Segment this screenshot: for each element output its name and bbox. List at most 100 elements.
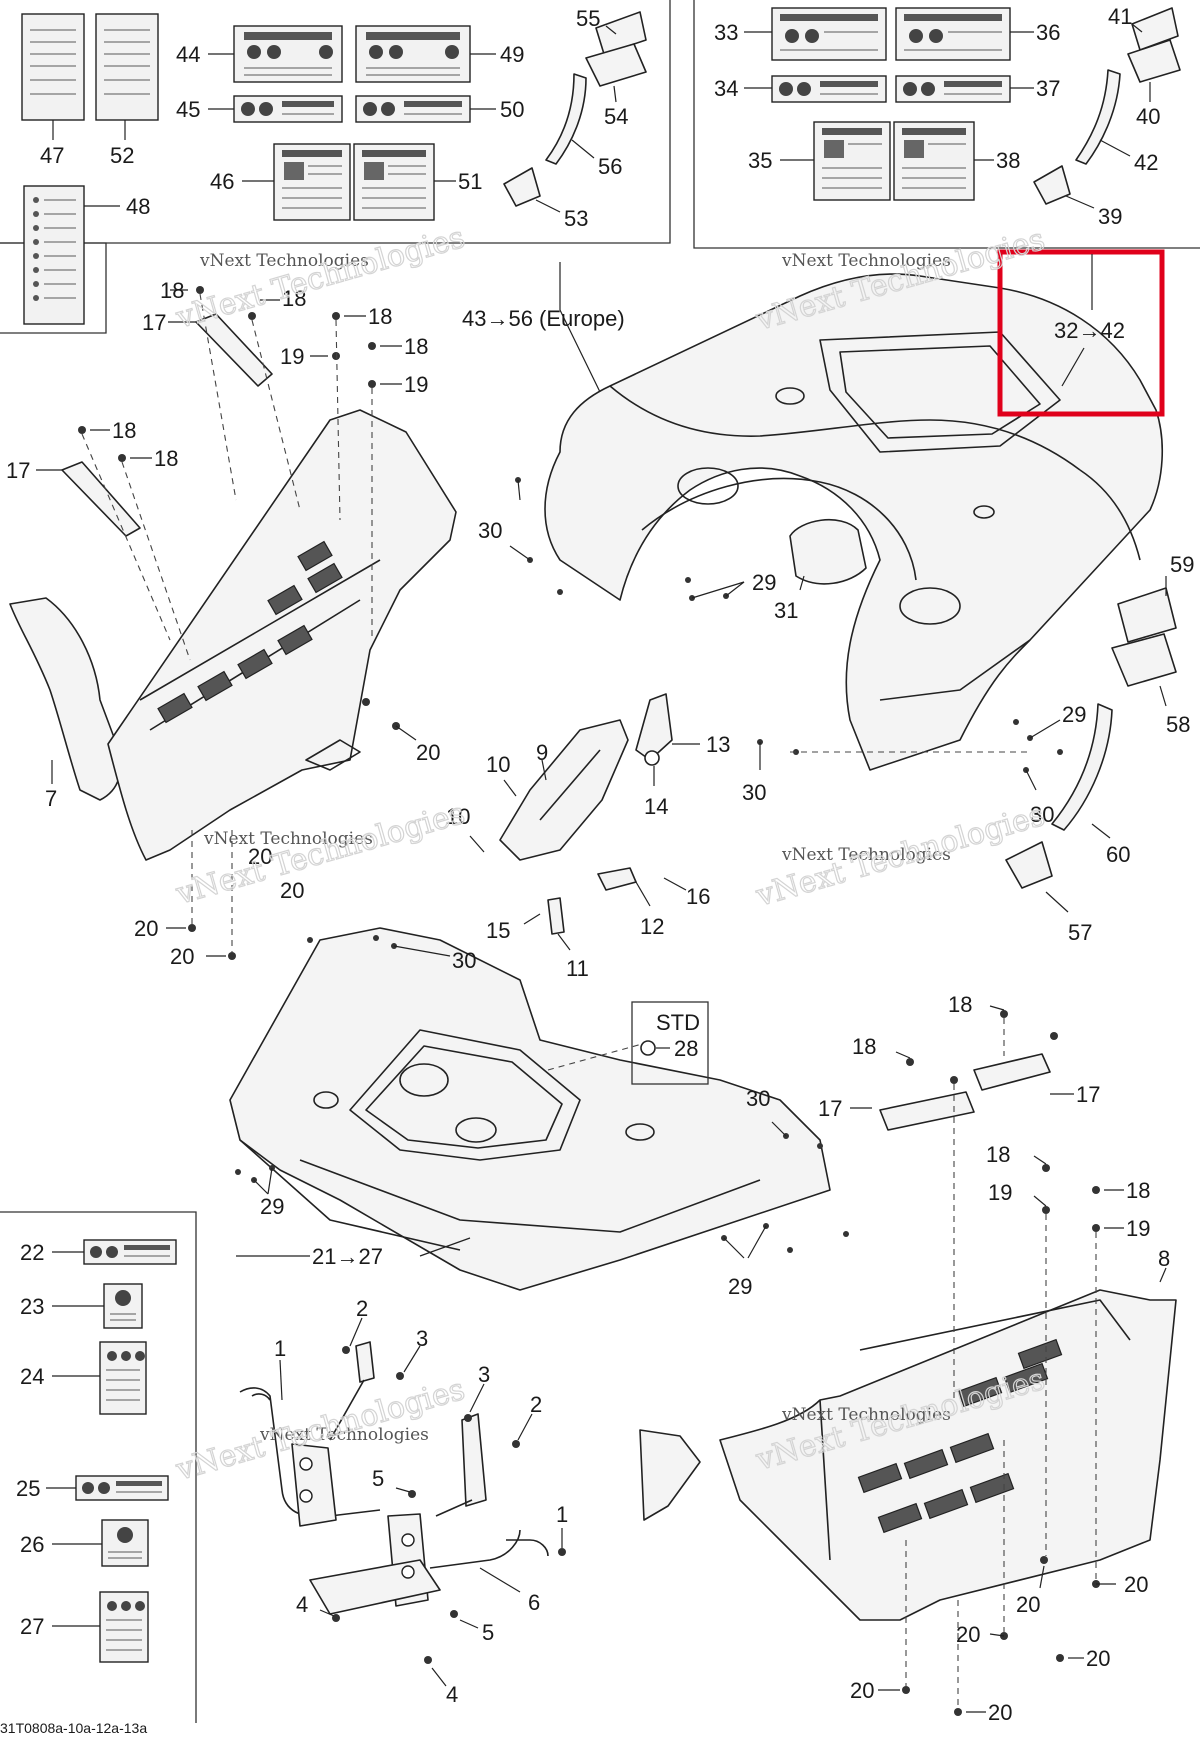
callout-3-a: 3 [416, 1326, 428, 1351]
callout-28: 28 [674, 1036, 698, 1061]
callout-1-b: 1 [556, 1502, 568, 1527]
callout-19-right-b: 19 [1126, 1216, 1150, 1241]
watermark-mid-right: vNext Technologies [781, 845, 951, 865]
callout-17-right-lower: 17 [818, 1096, 842, 1121]
callout-18-a: 18 [160, 278, 184, 303]
callout-19-a: 19 [280, 344, 304, 369]
bumper-upright-left [355, 1341, 375, 1383]
callout-58: 58 [1166, 712, 1190, 737]
watermark-mid-left: vNext Technologies [203, 829, 373, 849]
watermark-bottom-right: vNext Technologies [781, 1405, 951, 1425]
callout-5-b: 5 [482, 1620, 494, 1645]
front-bumper-assembly: 1 1 2 2 3 3 4 4 5 5 6 [239, 1296, 568, 1707]
callout-45: 45 [176, 97, 200, 122]
bracket-53 [503, 167, 541, 207]
footpeg-17-right-lower [879, 1091, 975, 1131]
bumper-crossbar [309, 1559, 441, 1615]
callout-35: 35 [748, 148, 772, 173]
callout-13: 13 [706, 732, 730, 757]
callout-8: 8 [1158, 1246, 1170, 1271]
footpeg-17-lower [61, 461, 141, 537]
washer-28 [640, 1040, 656, 1056]
callout-20-b: 20 [248, 844, 272, 869]
callout-29-front-left: 29 [260, 1194, 284, 1219]
callout-18-b: 18 [282, 286, 306, 311]
callout-43-56-europe: 43→56 (Europe) [462, 306, 625, 331]
left-splash-guard-7 [9, 597, 122, 801]
callout-18-d: 18 [404, 334, 428, 359]
mud-flap-59 [1117, 587, 1177, 643]
callout-56: 56 [598, 154, 622, 179]
rear-fender-assembly: 43→56 (Europe) 32→42 30 29 31 30 29 30 [462, 249, 1165, 827]
rear-mud-flaps: 59 58 60 57 [1005, 552, 1194, 945]
callout-22: 22 [20, 1240, 44, 1265]
callout-51: 51 [458, 169, 482, 194]
callout-50: 50 [500, 97, 524, 122]
callout-23: 23 [20, 1294, 44, 1319]
watermark-bottom-left: vNext Technologies [259, 1425, 429, 1445]
callout-29-rear-center: 29 [752, 570, 776, 595]
fender-extension-42 [1075, 69, 1121, 165]
callout-30-front-top: 30 [452, 948, 476, 973]
fender-extension-60 [1051, 703, 1113, 831]
callout-38: 38 [996, 148, 1020, 173]
right-footrest-assembly: 8 17 17 18 18 18 19 18 19 20 20 [639, 992, 1177, 1725]
callout-20-right-a: 20 [1124, 1572, 1148, 1597]
callout-47: 47 [40, 143, 64, 168]
callout-18-right-a: 18 [948, 992, 972, 1017]
callout-21-27: 21→27 [312, 1244, 383, 1269]
callout-20-c: 20 [280, 878, 304, 903]
label-panel-top-right: 33 34 35 36 37 38 41 40 [693, 0, 1200, 249]
callout-1-a: 1 [274, 1336, 286, 1361]
callout-18-right-c: 18 [986, 1142, 1010, 1167]
callout-3-b: 3 [478, 1362, 490, 1387]
callout-18-e: 18 [112, 418, 136, 443]
std-box [631, 1001, 709, 1085]
callout-36: 36 [1036, 20, 1060, 45]
callout-17-upper: 17 [142, 310, 166, 335]
callout-41: 41 [1108, 4, 1132, 29]
callout-18-c: 18 [368, 304, 392, 329]
front-fender-body [229, 927, 831, 1291]
callout-18-f: 18 [154, 446, 178, 471]
callout-29-rear-right: 29 [1062, 702, 1086, 727]
callout-49: 49 [500, 42, 524, 67]
callout-29-front-right: 29 [728, 1274, 752, 1299]
mud-flap-54 [585, 43, 647, 87]
callout-48: 48 [126, 194, 150, 219]
callout-26: 26 [20, 1532, 44, 1557]
bracket-57 [1005, 841, 1053, 889]
callout-15: 15 [486, 918, 510, 943]
callout-18-right-d: 18 [1126, 1178, 1150, 1203]
callout-2-a: 2 [356, 1296, 368, 1321]
footer-code: 31T0808a-10a-12a-13a [0, 1720, 147, 1736]
callout-19-right-a: 19 [988, 1180, 1012, 1205]
callout-30-rear-left: 30 [478, 518, 502, 543]
mud-flap-41 [1131, 7, 1179, 51]
bracket-39 [1033, 165, 1071, 205]
bumper-bracket-left [291, 1443, 337, 1527]
callout-59: 59 [1170, 552, 1194, 577]
callout-55: 55 [576, 6, 600, 31]
callout-11: 11 [566, 956, 589, 981]
callout-60: 60 [1106, 842, 1130, 867]
callout-33: 33 [714, 20, 738, 45]
callout-52: 52 [110, 143, 134, 168]
watermark-top-left-large: vNext Technologies [172, 220, 469, 336]
label-panel-bottom-left: 22 23 24 25 26 27 [0, 1211, 197, 1723]
mud-flap-40 [1127, 39, 1181, 83]
callout-30-rear-bottom: 30 [742, 780, 766, 805]
callout-42: 42 [1134, 150, 1158, 175]
footpeg-17-upper [195, 313, 273, 387]
washer-14 [644, 750, 660, 766]
callout-14: 14 [644, 794, 668, 819]
callout-17-right-upper: 17 [1076, 1082, 1100, 1107]
front-fender-assembly: STD 28 30 30 29 29 21→27 [229, 927, 849, 1299]
callout-2-b: 2 [530, 1392, 542, 1417]
left-footrest-body [107, 409, 457, 861]
right-splash-guard [639, 1429, 701, 1521]
callout-18-right-b: 18 [852, 1034, 876, 1059]
rear-access-panel-31 [789, 518, 867, 585]
warning-label-52 [95, 13, 159, 121]
callout-10-a: 10 [486, 752, 510, 777]
